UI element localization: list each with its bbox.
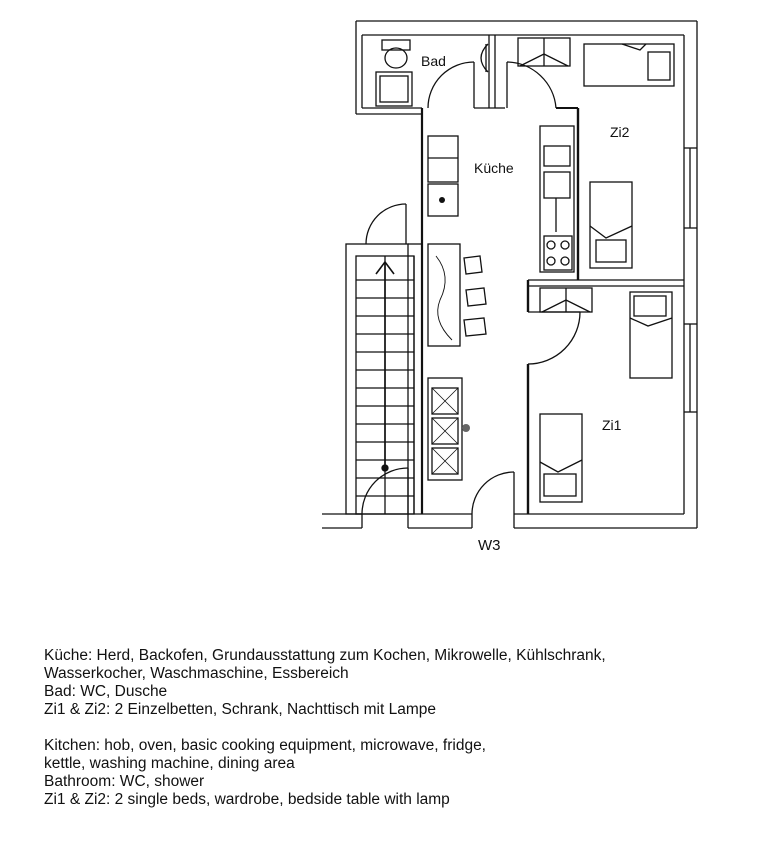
description-spacer	[44, 719, 744, 737]
description-en-line: Zi1 & Zi2: 2 single beds, wardrobe, beds…	[44, 791, 450, 808]
description-en-line: kettle, washing machine, dining area	[44, 755, 295, 772]
outer-walls	[322, 20, 698, 529]
description-de-line: Küche: Herd, Backofen, Grundausstattung …	[44, 647, 606, 664]
fixture-marks	[439, 197, 470, 432]
zi2-furniture	[517, 37, 675, 269]
floor-plan: Bad Küche Zi2 Zi1 W3	[322, 20, 698, 554]
description-en-line: Bathroom: WC, shower	[44, 773, 205, 790]
staircase	[345, 243, 415, 515]
windows	[684, 147, 697, 413]
interior-walls	[356, 35, 684, 514]
unit-label: W3	[478, 537, 501, 554]
amenities-description: Küche: Herd, Backofen, Grundausstattung …	[44, 647, 744, 809]
room-label-kueche: Küche	[474, 160, 514, 176]
bathroom-fixtures	[375, 39, 489, 107]
description-de-line: Wasserkocher, Waschmaschine, Essbereich	[44, 665, 349, 682]
description-de-line: Bad: WC, Dusche	[44, 683, 168, 700]
room-label-bad: Bad	[421, 53, 446, 69]
description-de-line: Zi1 & Zi2: 2 Einzelbetten, Schrank, Nach…	[44, 701, 436, 718]
kitchen-fixtures	[427, 125, 575, 481]
description-en-line: Kitchen: hob, oven, basic cooking equipm…	[44, 737, 486, 754]
zi1-furniture	[539, 287, 673, 503]
room-label-zi2: Zi2	[610, 124, 630, 140]
room-label-zi1: Zi1	[602, 417, 622, 433]
